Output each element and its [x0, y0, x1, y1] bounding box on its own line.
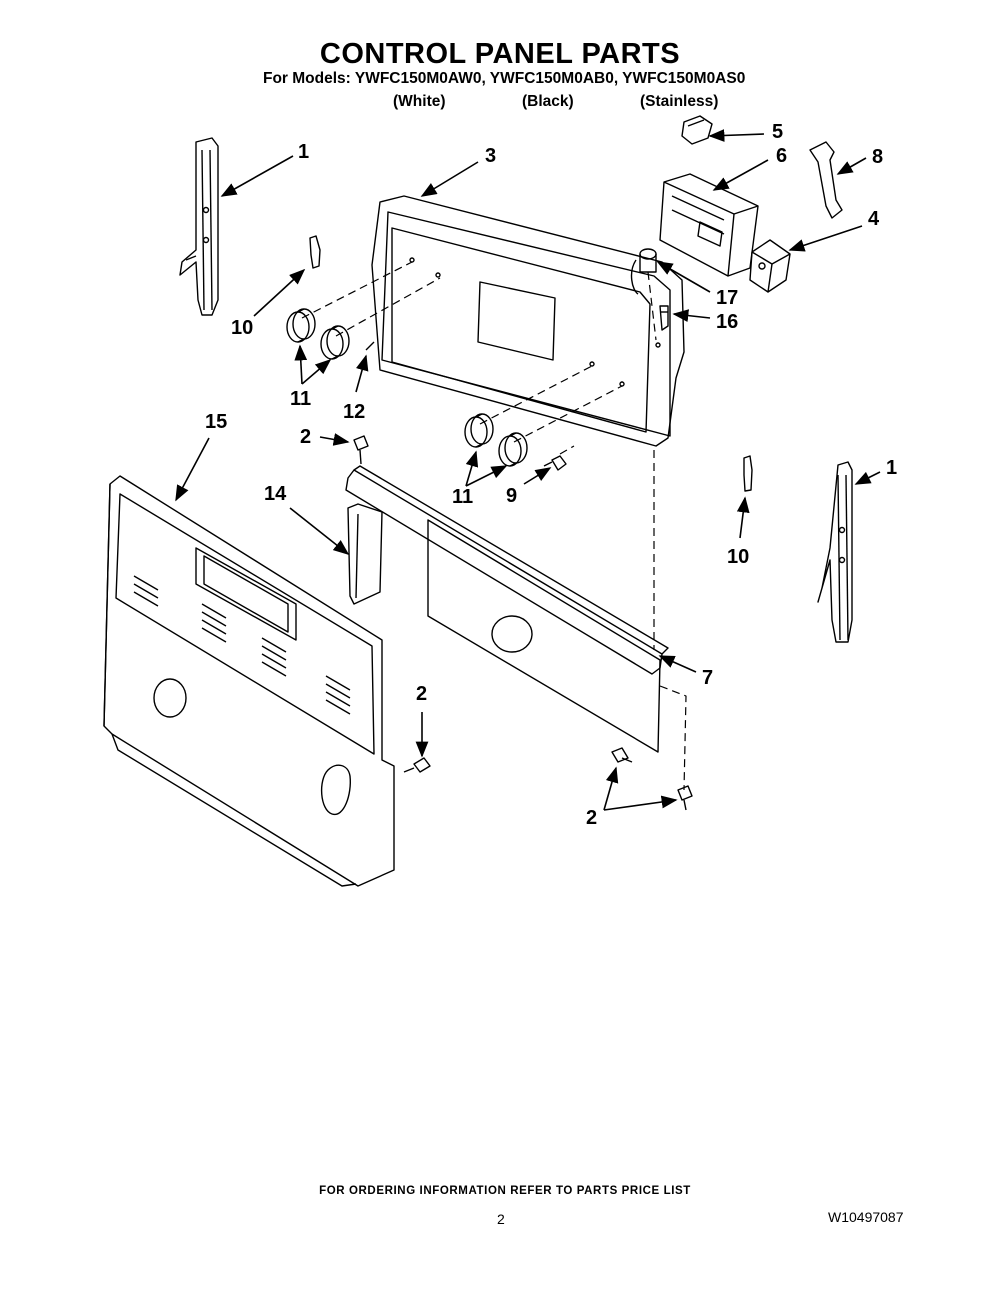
callout-5: 5 — [772, 121, 783, 143]
assembly-guide-lines — [301, 261, 687, 791]
clip-right — [743, 455, 753, 492]
callout-9: 9 — [506, 485, 517, 507]
callout-2-top: 2 — [300, 426, 311, 448]
switch-block — [749, 239, 791, 293]
callout-17: 17 — [716, 287, 738, 309]
callout-10-left: 10 — [231, 317, 253, 339]
callout-12: 12 — [343, 401, 365, 423]
callout-6: 6 — [776, 145, 787, 167]
callout-3: 3 — [485, 145, 496, 167]
switch-part — [681, 115, 713, 145]
knob-1 — [286, 308, 316, 343]
callout-11-upper: 11 — [290, 388, 311, 410]
electronic-control-board — [659, 173, 759, 277]
callout-7: 7 — [702, 667, 713, 689]
control-channel — [345, 465, 669, 753]
rear-panel — [103, 475, 395, 887]
control-panel — [371, 195, 685, 447]
callout-10-right: 10 — [727, 546, 749, 568]
callout-15: 15 — [205, 411, 227, 433]
side-bracket-right — [817, 461, 853, 643]
variant-black: (Black) — [522, 93, 574, 110]
variant-stainless: (Stainless) — [640, 93, 719, 110]
channel-bracket — [347, 503, 383, 605]
ordering-note: FOR ORDERING INFORMATION REFER TO PARTS … — [319, 1185, 691, 1197]
callout-8: 8 — [872, 146, 883, 168]
callout-2-left: 2 — [416, 683, 427, 705]
callout-16: 16 — [716, 311, 738, 333]
callout-11-lower: 11 — [452, 486, 473, 508]
screw-left — [403, 757, 431, 773]
callout-14: 14 — [264, 483, 287, 505]
lamp-socket — [659, 305, 669, 331]
callout-2-bottom: 2 — [586, 807, 597, 829]
screw-bottom — [677, 785, 693, 811]
callout-4: 4 — [868, 208, 880, 230]
bushing-9 — [543, 455, 567, 471]
knob-4 — [498, 432, 528, 467]
screw-top — [353, 435, 369, 465]
screw-12 — [365, 341, 375, 351]
model-list: For Models: YWFC150M0AW0, YWFC150M0AB0, … — [263, 70, 746, 87]
side-bracket-left — [179, 137, 219, 316]
callout-1-left: 1 — [298, 141, 309, 163]
knob-2 — [320, 325, 350, 360]
clip-left — [309, 235, 321, 269]
screw-middle — [611, 747, 633, 763]
knob-3 — [464, 413, 494, 448]
callout-1-right: 1 — [886, 457, 897, 479]
callout-leaders — [175, 129, 881, 811]
document-number: W10497087 — [828, 1209, 904, 1225]
page-number: 2 — [497, 1211, 505, 1227]
support-bracket — [809, 141, 843, 219]
variant-white: (White) — [393, 93, 446, 110]
page-title: CONTROL PANEL PARTS — [319, 38, 681, 70]
